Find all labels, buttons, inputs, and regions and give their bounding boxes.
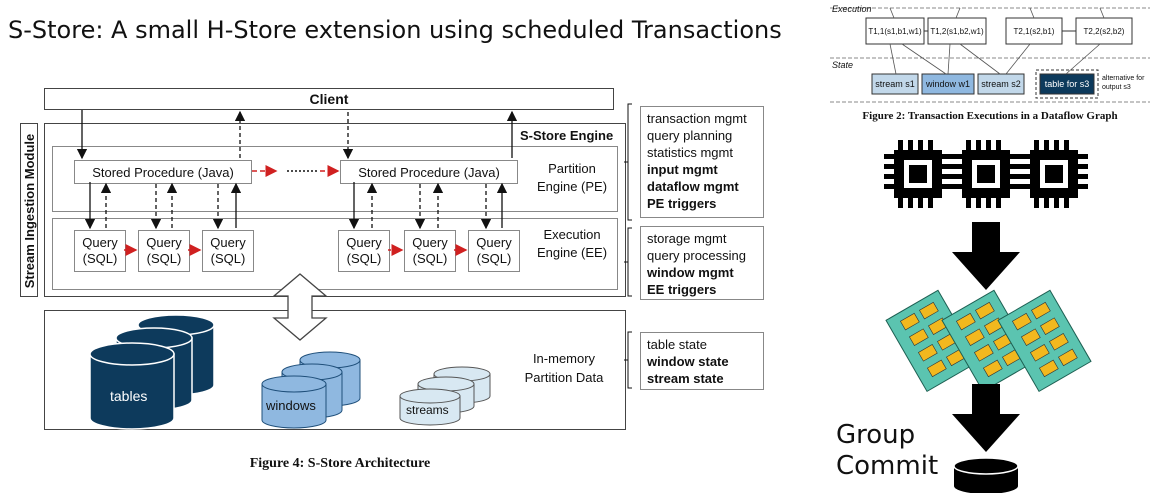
execution-label: Execution: [832, 4, 872, 14]
architecture-diagram: Client Stream Ingestion Module S-Store E…: [20, 88, 764, 471]
query-box: Query(SQL): [202, 230, 254, 272]
in-memory-data-label: In-memory Partition Data: [524, 351, 604, 385]
table-s3-box: table for s3: [1044, 79, 1090, 89]
page-title: S-Store: A small H-Store extension using…: [8, 16, 782, 44]
feature-item: dataflow mgmt: [647, 179, 739, 194]
stored-procedure-1: Stored Procedure (Java): [74, 160, 252, 184]
stored-procedure-2: Stored Procedure (Java): [340, 160, 518, 184]
figure2-caption: Figure 2: Transaction Executions in a Da…: [862, 110, 1118, 122]
feature-item: transaction mgmt: [647, 111, 747, 126]
feature-item: query planning: [647, 128, 733, 143]
transaction-t12: T1,2(s1,b2,w1): [930, 26, 984, 36]
cpu-chip-icon: [1020, 140, 1088, 208]
dataflow-figure: Execution State T1,1(s1,b1,w1) T1,2(s1,b…: [830, 0, 1150, 140]
query-box: Query(SQL): [468, 230, 520, 272]
feature-item: PE triggers: [647, 196, 717, 211]
query-box: Query(SQL): [404, 230, 456, 272]
feature-item: window mgmt: [647, 265, 734, 280]
figure4-caption: Figure 4: S-Store Architecture: [249, 456, 431, 471]
down-arrow-icon: [952, 384, 1020, 452]
cpu-chip-icon: [884, 140, 952, 208]
windows-label: windows: [266, 398, 316, 413]
ram-stick-icon: [997, 289, 1092, 393]
down-arrow-icon: [952, 222, 1020, 290]
sstore-engine-label: S-Store Engine: [520, 128, 614, 143]
window-w1-box: window w1: [925, 79, 971, 89]
group-commit-label: Group Commit: [836, 420, 939, 481]
streams-label: streams: [406, 403, 449, 417]
stream-s1-box: stream s1: [875, 79, 915, 89]
feature-item: table state: [647, 337, 707, 352]
disk-icon: [953, 457, 1019, 493]
query-box: Query(SQL): [138, 230, 190, 272]
feature-item: stream state: [647, 371, 724, 386]
feature-item: query processing: [647, 248, 746, 263]
cpu-chip-icon: [952, 140, 1020, 208]
data-features-box: table state window state stream state: [640, 332, 764, 390]
transaction-t21: T2,1(s2,b1): [1013, 26, 1055, 36]
transaction-t22: T2,2(s2,b2): [1083, 26, 1125, 36]
feature-item: EE triggers: [647, 282, 717, 297]
query-box: Query(SQL): [74, 230, 126, 272]
ram-stick-icon: [885, 289, 980, 393]
feature-item: window state: [647, 354, 729, 369]
stream-s2-box: stream s2: [981, 79, 1021, 89]
architecture-arrows: [76, 103, 632, 430]
pe-features-box: transaction mgmt query planning statistics…: [640, 106, 764, 218]
partition-engine-label: Partition Engine (PE): [536, 161, 608, 194]
client-box: Client: [44, 88, 614, 110]
state-label: State: [832, 60, 854, 70]
query-box: Query(SQL): [338, 230, 390, 272]
dataflow-svg: [830, 7, 1150, 103]
feature-item: storage mgmt: [647, 231, 727, 246]
stream-ingestion-module: Stream Ingestion Module: [20, 123, 38, 297]
execution-engine-label: Execution Engine (EE): [536, 227, 608, 260]
ram-stick-icon: [941, 289, 1036, 393]
feature-item: input mgmt: [647, 162, 718, 177]
alternative-note: alternative for output s3: [1102, 75, 1145, 91]
feature-item: statistics mgmt: [647, 145, 733, 160]
transaction-t11: T1,1(s1,b1,w1): [868, 26, 922, 36]
tables-label: tables: [110, 388, 148, 404]
